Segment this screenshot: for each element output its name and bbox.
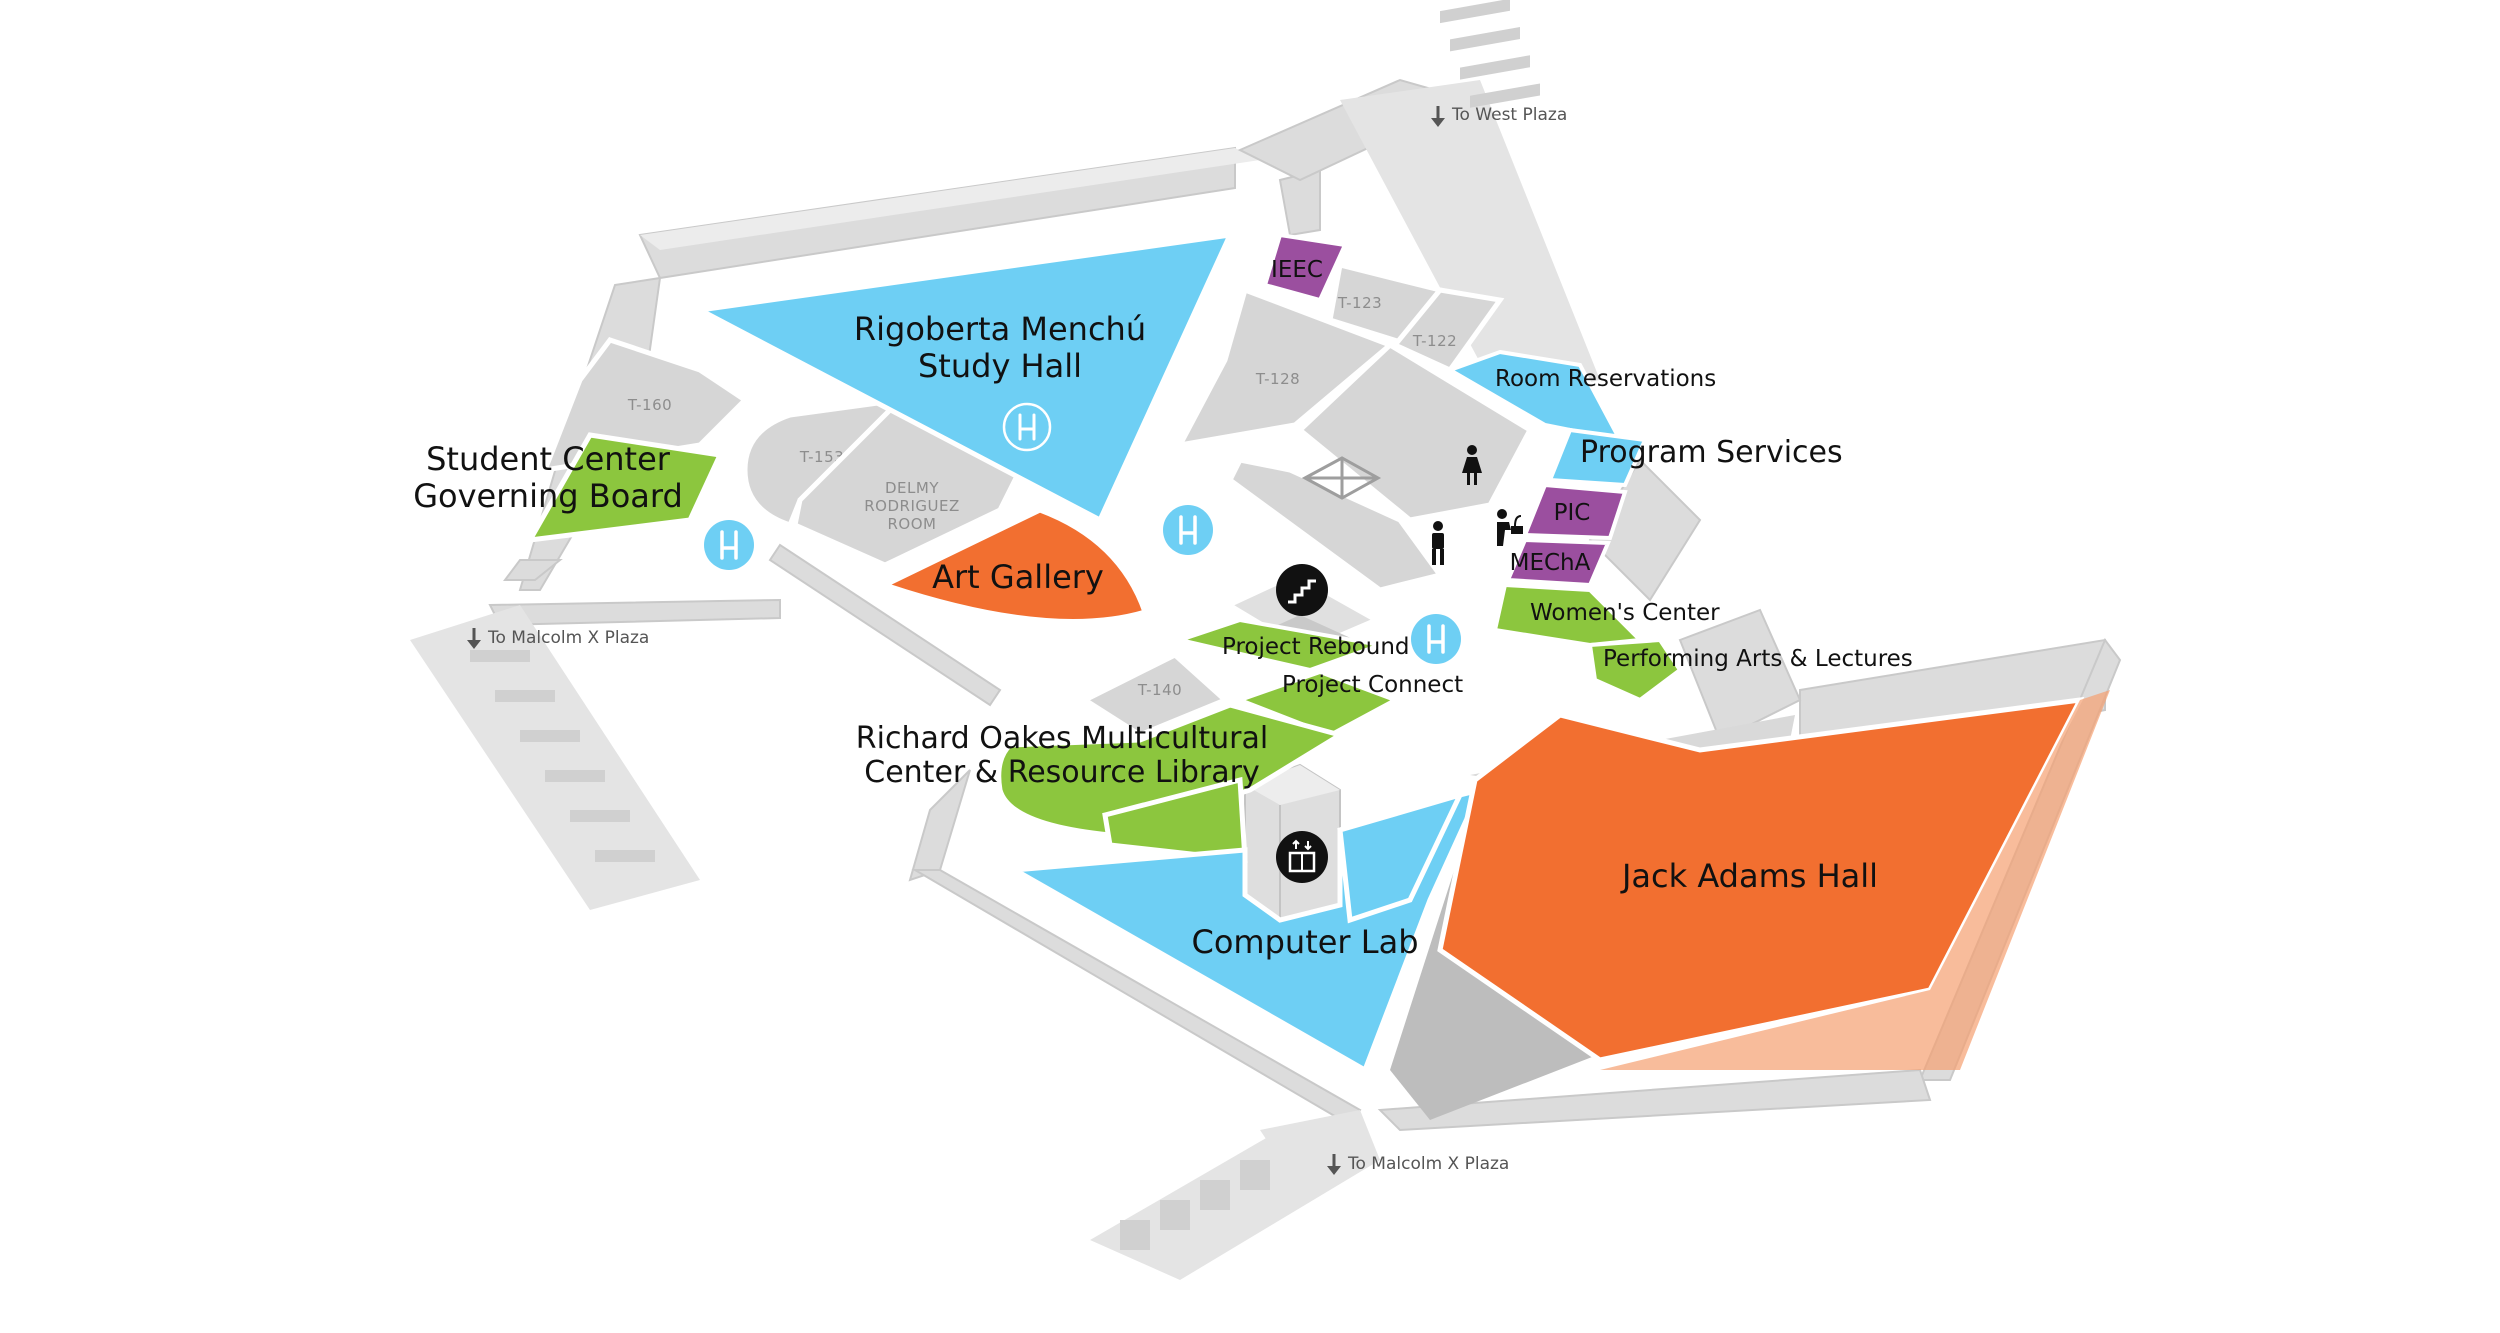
delmy-label-2: RODRIGUEZ <box>864 497 959 515</box>
direction-west-plaza[interactable]: To West Plaza <box>1431 105 1567 127</box>
malcolm-left-label: To Malcolm X Plaza <box>487 628 649 648</box>
study-hall-label-2: Study Hall <box>918 347 1082 385</box>
room-t160-label: T-160 <box>627 396 672 414</box>
area-mecha[interactable] <box>1505 537 1611 588</box>
room-t140[interactable]: T-140 <box>1079 652 1230 738</box>
area-study-hall[interactable]: Rigoberta Menchú Study Hall <box>691 231 1235 524</box>
room-t123-label: T-123 <box>1337 294 1382 312</box>
area-richard-oakes[interactable] <box>996 702 1347 863</box>
down-arrow-icon <box>467 628 481 649</box>
room-t153-label: T-153 <box>799 448 844 466</box>
mens-restroom-icon <box>1432 521 1444 565</box>
project-connect-label: Project Connect <box>1282 672 1463 698</box>
delmy-label-1: DELMY <box>885 479 939 497</box>
area-governing-board[interactable]: Student Center Governing Board <box>413 432 724 544</box>
computer-lab-label: Computer Lab <box>1192 923 1419 961</box>
direction-malcolm-left[interactable]: To Malcolm X Plaza <box>467 628 649 649</box>
seating-icon <box>1411 614 1461 664</box>
seating-icon <box>1002 402 1052 452</box>
stairs-malcolm-left <box>410 605 700 910</box>
room-restroom-block[interactable] <box>1226 341 1534 593</box>
seating-icon <box>704 520 754 570</box>
room-t128[interactable]: T-128 <box>1175 286 1395 449</box>
richard-oakes-label-2: Center & Resource Library <box>864 755 1259 790</box>
richard-oakes-label-1: Richard Oakes Multicultural <box>856 721 1268 756</box>
area-performing-arts[interactable] <box>1587 637 1683 703</box>
pic-label: PIC <box>1554 500 1591 526</box>
stairs-malcolm-bottom <box>1090 1110 1380 1280</box>
area-computer-lab[interactable]: Computer Lab <box>1006 786 1485 1074</box>
performing-arts-label: Performing Arts & Lectures <box>1603 646 1913 672</box>
malcolm-bottom-label: To Malcolm X Plaza <box>1347 1154 1509 1174</box>
stairs-icon <box>1276 564 1328 616</box>
art-gallery-label: Art Gallery <box>932 558 1104 596</box>
room-t128-label: T-128 <box>1255 370 1300 388</box>
mecha-label: MEChA <box>1510 550 1591 576</box>
down-arrow-icon <box>1431 106 1445 127</box>
governing-label-2: Governing Board <box>413 477 683 515</box>
room-t153[interactable]: T-153 <box>742 396 908 529</box>
area-ieec[interactable]: IEEC <box>1262 232 1348 303</box>
area-pic[interactable]: PIC <box>1522 482 1628 541</box>
project-rebound-label: Project Rebound <box>1222 634 1410 660</box>
womens-center-label: Women's Center <box>1530 600 1720 626</box>
stairs-west-plaza <box>1340 0 1600 400</box>
governing-label-1: Student Center <box>426 440 671 478</box>
direction-malcolm-bottom[interactable]: To Malcolm X Plaza <box>1327 1154 1509 1175</box>
womens-restroom-icon <box>1462 445 1482 485</box>
area-project-rebound[interactable] <box>1172 617 1388 673</box>
program-services-label: Program Services <box>1580 435 1843 470</box>
room-t122-label: T-122 <box>1412 332 1457 350</box>
water-fountain-icon <box>1497 509 1523 546</box>
delmy-label-3: ROOM <box>888 515 937 533</box>
jack-adams-label: Jack Adams Hall <box>1620 857 1878 895</box>
room-reservations-label: Room Reservations <box>1495 366 1716 392</box>
area-program-services[interactable] <box>1547 427 1648 488</box>
ieec-label: IEEC <box>1271 257 1323 283</box>
area-jack-adams[interactable]: Jack Adams Hall <box>1437 690 2110 1070</box>
down-arrow-icon <box>1327 1154 1341 1175</box>
west-plaza-label: To West Plaza <box>1451 105 1567 125</box>
seating-icon <box>1163 505 1213 555</box>
area-art-gallery[interactable]: Art Gallery <box>878 507 1149 624</box>
room-t140-label: T-140 <box>1137 681 1182 699</box>
study-hall-label-1: Rigoberta Menchú <box>854 310 1146 348</box>
elevator-icon <box>1276 831 1328 883</box>
